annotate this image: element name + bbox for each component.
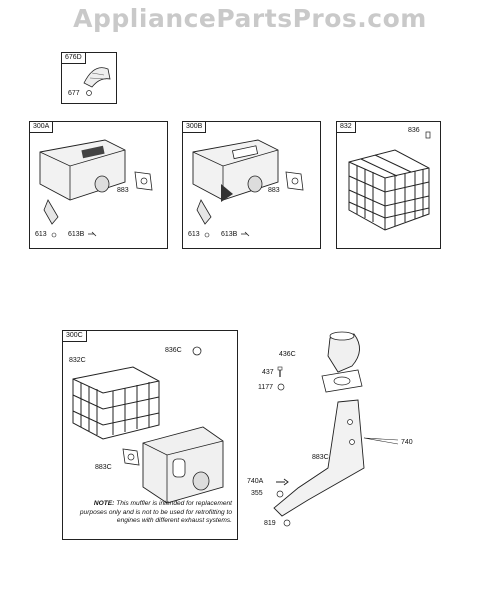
callout-613b: 613B — [68, 231, 85, 238]
box-label: 832 — [337, 122, 356, 133]
nut-1177-icon — [277, 383, 285, 391]
part-box-300b: 300B 883 613 613B — [182, 121, 321, 249]
callout-740: 740 — [401, 439, 413, 446]
deflector-illustration — [83, 67, 111, 96]
callout-740a: 740A — [247, 478, 264, 485]
muffler-kit-illustration — [72, 346, 224, 504]
box-label: 300B — [183, 122, 207, 133]
callout-883: 883 — [117, 187, 129, 194]
note-text: This muffler is intended for replacement… — [79, 500, 232, 524]
heat-shield-illustration — [348, 131, 431, 231]
part-box-676d: 676D 677 — [61, 52, 117, 104]
callout-883c: 883C — [95, 464, 112, 471]
part-box-832: 832 836 — [336, 121, 441, 249]
nut-355-icon — [276, 490, 284, 498]
callout-436c: 436C — [279, 351, 296, 358]
replacement-note: NOTE: This muffler is intended for repla… — [72, 500, 232, 526]
note-prefix: NOTE: — [93, 500, 115, 507]
muffler-illustration — [39, 139, 153, 238]
callout-677: 677 — [68, 90, 80, 97]
muffler-illustration — [192, 139, 304, 238]
part-box-300c: 300C 832C 836C 883C — [62, 330, 238, 540]
callout-613b: 613B — [221, 231, 238, 238]
callout-355: 355 — [251, 490, 263, 497]
box-label: 300C — [63, 331, 87, 342]
bolt-740a-icon — [276, 478, 289, 486]
callout-437: 437 — [262, 369, 274, 376]
callout-613: 613 — [188, 231, 200, 238]
callout-883c: 883C — [312, 454, 329, 461]
box-label: 300A — [30, 122, 54, 133]
nut-819-icon — [283, 519, 291, 527]
site-watermark: AppliancePartsPros.com — [73, 4, 427, 33]
box-label: 676D — [62, 53, 86, 64]
screw-437-icon — [277, 366, 283, 377]
part-box-300a: 300A 883 613 613B — [29, 121, 168, 249]
exhaust-elbow-illustration — [321, 331, 363, 393]
muffler-bracket-illustration — [273, 399, 399, 517]
callout-832c: 832C — [69, 357, 86, 364]
callout-836: 836 — [408, 127, 420, 134]
callout-1177: 1177 — [258, 384, 274, 391]
callout-819: 819 — [264, 520, 276, 527]
callout-613: 613 — [35, 231, 47, 238]
callout-883: 883 — [268, 187, 280, 194]
callout-836c: 836C — [165, 347, 182, 354]
